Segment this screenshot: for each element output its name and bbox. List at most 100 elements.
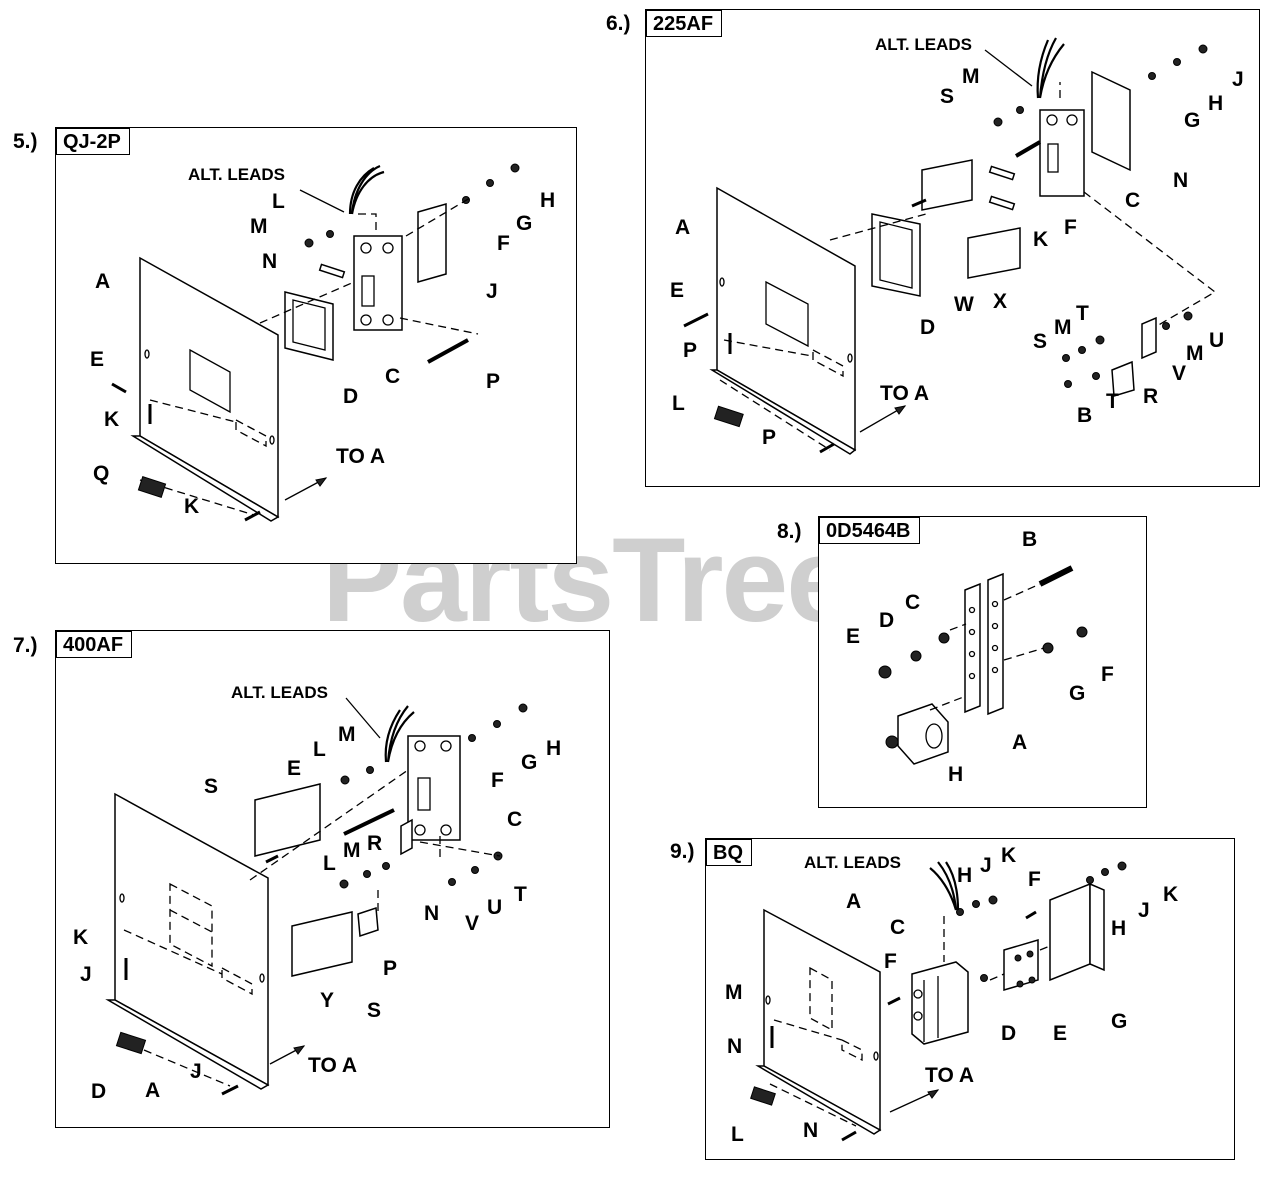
- plate-slot: [812, 348, 844, 378]
- label-u: U: [487, 896, 502, 919]
- nut-e: [878, 665, 892, 679]
- label-j: J: [980, 854, 992, 877]
- label-p: P: [762, 426, 776, 449]
- nut-h: [510, 163, 520, 173]
- label-v: V: [465, 912, 479, 935]
- lug-p: [357, 906, 379, 938]
- nut-h: [518, 703, 528, 713]
- screw-m: [304, 238, 314, 248]
- washer-d: [910, 650, 922, 662]
- bar-hole: [991, 644, 999, 652]
- label-h: H: [948, 763, 963, 786]
- block-screw: [1016, 980, 1024, 988]
- diagram-5-drawing: [111, 163, 520, 522]
- label-s: S: [367, 999, 381, 1022]
- model-tag-5: QJ-2P: [56, 128, 130, 155]
- nut-k: [988, 895, 998, 905]
- screw-n: [841, 1130, 857, 1142]
- label-k: K: [1033, 228, 1048, 251]
- label-g: G: [521, 751, 537, 774]
- plate-hole: [765, 995, 771, 1005]
- plate-flange: [709, 369, 857, 455]
- washer-h: [1086, 876, 1094, 884]
- breaker-terminal: [913, 989, 923, 999]
- washer-h: [1173, 58, 1181, 66]
- screw-f: [887, 996, 901, 1006]
- plate-flange: [755, 1065, 882, 1135]
- bracket-l: [713, 405, 744, 428]
- label-g: G: [1111, 1010, 1127, 1033]
- diagram-8-labels: A B C D E F G H: [846, 528, 1114, 786]
- to-a-arrowhead: [927, 1089, 940, 1099]
- alt-leads-wires: [348, 164, 385, 215]
- screw-f: [1025, 910, 1037, 920]
- label-j: J: [1138, 899, 1150, 922]
- breaker-c: [911, 961, 969, 1045]
- terminal-cover-s: [254, 783, 321, 857]
- label-e: E: [287, 757, 301, 780]
- label-d: D: [1001, 1022, 1016, 1045]
- diagram-9-drawing: [750, 861, 1127, 1142]
- plate-cutout: [169, 882, 213, 968]
- label-g: G: [1184, 109, 1200, 132]
- block-screw: [1014, 954, 1022, 962]
- diagram-number-6: 6.): [606, 12, 631, 35]
- plate-hole: [847, 353, 853, 363]
- breaker-terminal: [1066, 114, 1078, 126]
- breaker-c: [407, 735, 461, 841]
- label-x: X: [993, 290, 1007, 313]
- nut-u: [1183, 311, 1193, 321]
- label-q: Q: [93, 462, 109, 485]
- bracket-g: [1049, 882, 1091, 982]
- plate-slot: [235, 418, 267, 448]
- label-a: A: [145, 1079, 160, 1102]
- label-d: D: [343, 385, 358, 408]
- assembly-lines: [929, 583, 1045, 711]
- label-to-a: TO A: [308, 1054, 357, 1077]
- plate-hole: [269, 435, 275, 445]
- label-j: J: [80, 963, 92, 986]
- bracket-g-flange: [1089, 882, 1105, 972]
- washer-m: [1078, 346, 1086, 354]
- alt-leads-wires: [384, 705, 415, 763]
- strip-k: [988, 165, 1016, 181]
- plate-hole: [144, 349, 150, 359]
- label-e: E: [670, 279, 684, 302]
- screw-l: [340, 775, 350, 785]
- bolt-p: [427, 338, 469, 364]
- breaker-terminal: [382, 242, 394, 254]
- screw-f: [1076, 626, 1088, 638]
- washer-h: [956, 908, 964, 916]
- connector-h-knob: [885, 735, 899, 749]
- washer-c: [938, 632, 950, 644]
- breaker-terminal: [414, 824, 426, 836]
- diagram-7-drawing: [105, 697, 528, 1096]
- screw-p: [819, 442, 835, 454]
- washer-t: [1095, 335, 1105, 345]
- label-s: S: [940, 85, 954, 108]
- label-b: B: [1022, 528, 1037, 551]
- washer-m: [366, 766, 374, 774]
- label-h: H: [1111, 917, 1126, 940]
- label-m: M: [725, 981, 743, 1004]
- diagram-number-5: 5.): [13, 130, 38, 153]
- breaker-terminal: [913, 1011, 923, 1021]
- escutcheon-d: [871, 213, 921, 297]
- washer-g: [1148, 72, 1156, 80]
- washer-j: [1101, 868, 1109, 876]
- label-j: J: [190, 1060, 202, 1083]
- label-k: K: [1001, 844, 1016, 867]
- bolt-f: [1014, 140, 1042, 158]
- label-m: M: [1186, 342, 1204, 365]
- label-v: V: [1172, 362, 1186, 385]
- bracket-d: [115, 1031, 147, 1055]
- screw-e: [683, 312, 709, 328]
- label-e: E: [1053, 1022, 1067, 1045]
- screw-w: [911, 198, 927, 208]
- label-g: G: [1069, 682, 1085, 705]
- label-w: W: [954, 293, 974, 316]
- label-n: N: [262, 250, 277, 273]
- plate-hole: [873, 1051, 879, 1061]
- breaker-terminal: [1046, 114, 1058, 126]
- label-p: P: [486, 370, 500, 393]
